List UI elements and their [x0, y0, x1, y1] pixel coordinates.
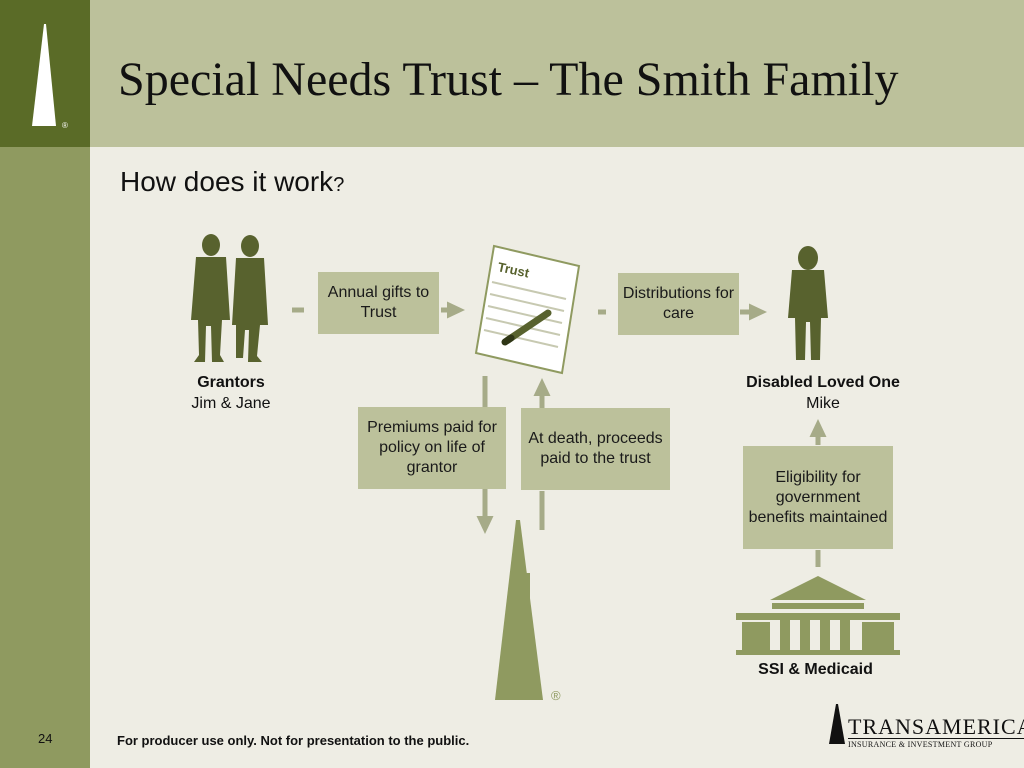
grantors-silhouette-icon	[191, 234, 268, 362]
eligibility-box: Eligibility for government benefits main…	[743, 446, 893, 549]
brand-tagline: INSURANCE & INVESTMENT GROUP	[848, 738, 1024, 749]
annual-gifts-box: Annual gifts to Trust	[318, 272, 439, 334]
svg-text:®: ®	[551, 688, 561, 703]
brand-wordmark: TRANSAMERICA INSURANCE & INVESTMENT GROU…	[848, 716, 1024, 749]
grantors-names: Jim & Jane	[191, 395, 271, 412]
flow-arrows	[292, 301, 827, 567]
brand-name: TRANSAMERICA	[848, 714, 1024, 739]
government-building-icon	[736, 576, 900, 655]
logo-block: ®	[0, 0, 90, 147]
page-number: 24	[38, 731, 53, 746]
eligibility-text: Eligibility for government benefits main…	[748, 468, 888, 526]
slide-subtitle: How does it work?	[120, 166, 344, 198]
footer-disclaimer: For producer use only. Not for presentat…	[117, 733, 470, 748]
slide-title: Special Needs Trust – The Smith Family	[118, 53, 899, 106]
pen-icon	[501, 309, 552, 346]
distributions-box: Distributions for care	[618, 273, 739, 335]
transamerica-logo-icon: ®	[32, 24, 68, 130]
insurance-tower-icon: ®	[495, 520, 561, 703]
header-band	[90, 0, 1024, 147]
death-proceeds-box: At death, proceeds paid to the trust	[521, 408, 670, 490]
government-label: SSI & Medicaid	[758, 661, 873, 678]
premiums-text: Premiums paid for policy on life of gran…	[367, 419, 497, 476]
svg-text:Trust: Trust	[496, 259, 531, 280]
distributions-text: Distributions for care	[622, 285, 735, 322]
grantors-title: Grantors	[197, 374, 265, 391]
svg-text:®: ®	[62, 121, 68, 130]
beneficiary-name: Mike	[806, 395, 840, 412]
death-proceeds-text: At death, proceeds paid to the trust	[528, 430, 663, 467]
subtitle-text: How does it work	[120, 166, 334, 197]
beneficiary-title: Disabled Loved One	[746, 374, 900, 391]
annual-gifts-text: Annual gifts to Trust	[327, 284, 430, 321]
subtitle-question-mark: ?	[333, 174, 345, 196]
premiums-box: Premiums paid for policy on life of gran…	[358, 407, 506, 489]
beneficiary-silhouette-icon	[788, 246, 828, 360]
